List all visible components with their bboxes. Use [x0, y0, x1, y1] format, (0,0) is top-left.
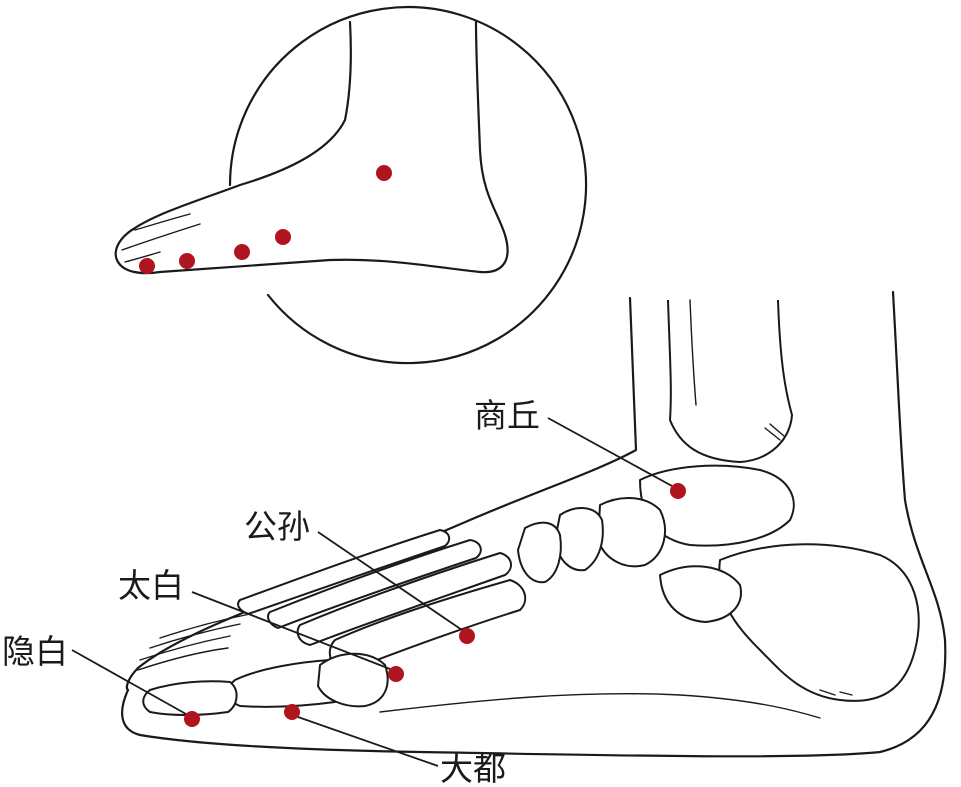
- leg-skin-back: [121, 290, 947, 758]
- inset-toe-lines: [121, 213, 201, 263]
- label-dadu: 大都: [440, 749, 506, 787]
- leader-taibai: [191, 591, 391, 670]
- leader-gongsun: [317, 531, 463, 631]
- tibia-bone: [667, 299, 793, 463]
- inset-point-dadu: [179, 253, 195, 269]
- lesser-toe-lines: [137, 613, 251, 671]
- hallux-distal-phalanx: [142, 680, 238, 716]
- label-gongsun: 公孙: [244, 507, 310, 546]
- acupoint-markers: 商丘 公孙 太白 隐白 大都: [2, 396, 686, 787]
- metatarsal-3: [267, 539, 482, 629]
- calcaneus-bone: [718, 543, 920, 702]
- inset-circle-outline: [228, 5, 588, 365]
- sole-line: [379, 692, 821, 719]
- inset-point-taibai: [234, 244, 250, 260]
- inset-point-gongsun: [275, 229, 291, 245]
- first-mtp-head: [317, 652, 389, 708]
- leader-yinbai: [71, 649, 187, 715]
- fibula-line: [689, 299, 697, 406]
- point-taibai: [388, 666, 404, 682]
- inset-point-shangqiu: [376, 165, 392, 181]
- inset-point-yinbai: [139, 258, 155, 274]
- label-yinbai: 隐白: [2, 632, 68, 671]
- cuneiform-bone-2: [517, 521, 562, 584]
- cuneiform-bone-1: [554, 507, 604, 572]
- main-foot: [121, 290, 947, 758]
- label-taibai: 太白: [118, 566, 184, 605]
- point-yinbai: [184, 711, 200, 727]
- cuboid-bone: [659, 565, 742, 623]
- label-shangqiu: 商丘: [474, 396, 540, 435]
- calcaneus-detail: [819, 689, 853, 696]
- leader-dadu: [297, 716, 439, 767]
- metatarsal-2: [296, 552, 512, 646]
- navicular-bone: [597, 497, 666, 568]
- point-gongsun: [459, 628, 475, 644]
- leader-shangqiu: [547, 417, 673, 487]
- point-shangqiu: [670, 483, 686, 499]
- inset-foot-outline: [114, 20, 509, 275]
- point-dadu: [284, 704, 300, 720]
- inset-view: [114, 5, 588, 365]
- tibia-hatching: [764, 423, 785, 441]
